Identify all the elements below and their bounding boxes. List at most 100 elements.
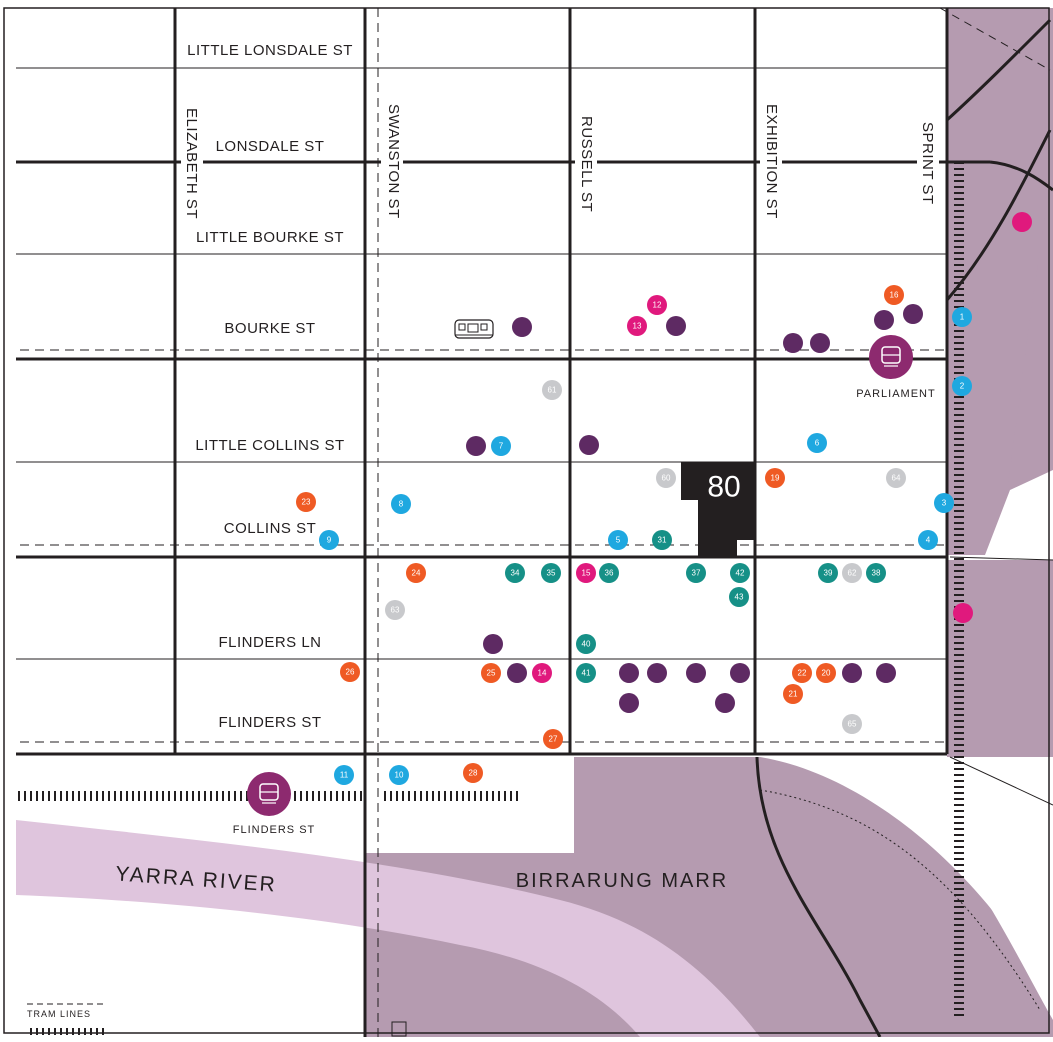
poi-number: 14 [538,669,547,678]
vertical-streets [173,8,949,1037]
poi-marker[interactable] [466,436,486,456]
park-rail-dotted [759,789,1041,1011]
poi-marker[interactable]: 27 [543,729,563,749]
poi-marker[interactable] [810,333,830,353]
flinders-station[interactable]: FLINDERS ST [233,772,316,836]
street-little-lonsdale: LITTLE LONSDALE ST [187,42,353,59]
poi-dot [543,729,563,749]
poi-marker[interactable]: 24 [406,563,426,583]
poi-marker[interactable] [666,316,686,336]
flinders-station-label: FLINDERS ST [233,824,316,836]
poi-marker[interactable]: 15 [576,563,596,583]
poi-marker[interactable]: 21 [783,684,803,704]
poi-marker[interactable]: 28 [463,763,483,783]
poi-marker[interactable]: 23 [296,492,316,512]
poi-marker[interactable] [483,634,503,654]
poi-marker[interactable] [619,663,639,683]
poi-marker[interactable]: 7 [491,436,511,456]
east-corner-white [965,757,1053,1020]
poi-marker[interactable]: 61 [542,380,562,400]
rail-curve-4 [989,160,1053,192]
street-exhibition: EXHIBITION ST [763,104,780,219]
poi-marker[interactable]: 16 [884,285,904,305]
poi-marker[interactable]: 11 [334,765,354,785]
poi-marker[interactable]: 36 [599,563,619,583]
poi-marker[interactable]: 38 [866,563,886,583]
poi-marker[interactable]: 10 [389,765,409,785]
poi-marker[interactable]: 5 [608,530,628,550]
poi-marker[interactable]: 37 [686,563,706,583]
poi-marker[interactable] [647,663,667,683]
poi-marker[interactable]: 3 [934,493,954,513]
poi-marker[interactable]: 12 [647,295,667,315]
poi-marker[interactable]: 31 [652,530,672,550]
poi-marker[interactable]: 9 [319,530,339,550]
street-labels: LITTLE LONSDALE ST LONSDALE ST LITTLE BO… [178,38,362,731]
birrarung-marr-park [365,757,1053,1037]
east-white-wedge [985,470,1053,555]
poi-marker[interactable] [507,663,527,683]
poi-marker[interactable] [619,693,639,713]
poi-marker[interactable]: 62 [842,563,862,583]
poi-marker[interactable]: 6 [807,433,827,453]
poi-marker[interactable]: 34 [505,563,525,583]
poi-number: 23 [302,498,311,507]
poi-number: 21 [789,690,798,699]
poi-marker[interactable]: 1 [952,307,972,327]
poi-dot [783,333,803,353]
poi-number: 28 [469,769,478,778]
poi-marker[interactable]: 42 [730,563,750,583]
poi-number: 7 [499,442,504,451]
poi-number: 42 [736,569,745,578]
poi-number: 10 [395,771,404,780]
poi-marker[interactable] [730,663,750,683]
poi-marker[interactable] [686,663,706,683]
poi-marker[interactable]: 20 [816,663,836,683]
poi-dot [1012,212,1032,232]
poi-marker[interactable]: 8 [391,494,411,514]
poi-marker[interactable] [783,333,803,353]
poi-dot [934,493,954,513]
poi-marker[interactable]: 4 [918,530,938,550]
poi-marker[interactable]: 22 [792,663,812,683]
legend-rail-swatch [27,1028,105,1035]
street-flinders-st: FLINDERS ST [218,714,321,731]
parliament-station[interactable]: PARLIAMENT [856,335,935,400]
poi-marker[interactable] [953,603,973,623]
poi-marker[interactable] [579,435,599,455]
poi-dot [389,765,409,785]
poi-marker[interactable] [842,663,862,683]
poi-marker[interactable]: 19 [765,468,785,488]
poi-marker[interactable]: 40 [576,634,596,654]
poi-marker[interactable] [903,304,923,324]
poi-marker[interactable]: 64 [886,468,906,488]
poi-number: 25 [487,669,496,678]
poi-marker[interactable]: 65 [842,714,862,734]
poi-marker[interactable]: 26 [340,662,360,682]
poi-dot [918,530,938,550]
poi-marker[interactable]: 39 [818,563,838,583]
poi-dot [627,316,647,336]
poi-marker[interactable] [1012,212,1032,232]
poi-marker[interactable] [512,317,532,337]
poi-marker[interactable] [715,693,735,713]
poi-marker[interactable]: 60 [656,468,676,488]
poi-marker[interactable]: 13 [627,316,647,336]
building-80[interactable]: 80 [681,462,755,557]
poi-dot [730,563,750,583]
poi-marker[interactable]: 35 [541,563,561,583]
poi-marker[interactable] [874,310,894,330]
poi-number: 24 [412,569,421,578]
poi-marker[interactable]: 25 [481,663,501,683]
poi-number: 12 [653,301,662,310]
poi-marker[interactable] [876,663,896,683]
poi-marker[interactable]: 2 [952,376,972,396]
street-bourke: BOURKE ST [224,320,315,337]
railway-spring [954,160,964,1020]
poi-marker[interactable]: 43 [729,587,749,607]
poi-marker[interactable]: 14 [532,663,552,683]
poi-dot [876,663,896,683]
poi-marker[interactable]: 41 [576,663,596,683]
poi-marker[interactable]: 63 [385,600,405,620]
